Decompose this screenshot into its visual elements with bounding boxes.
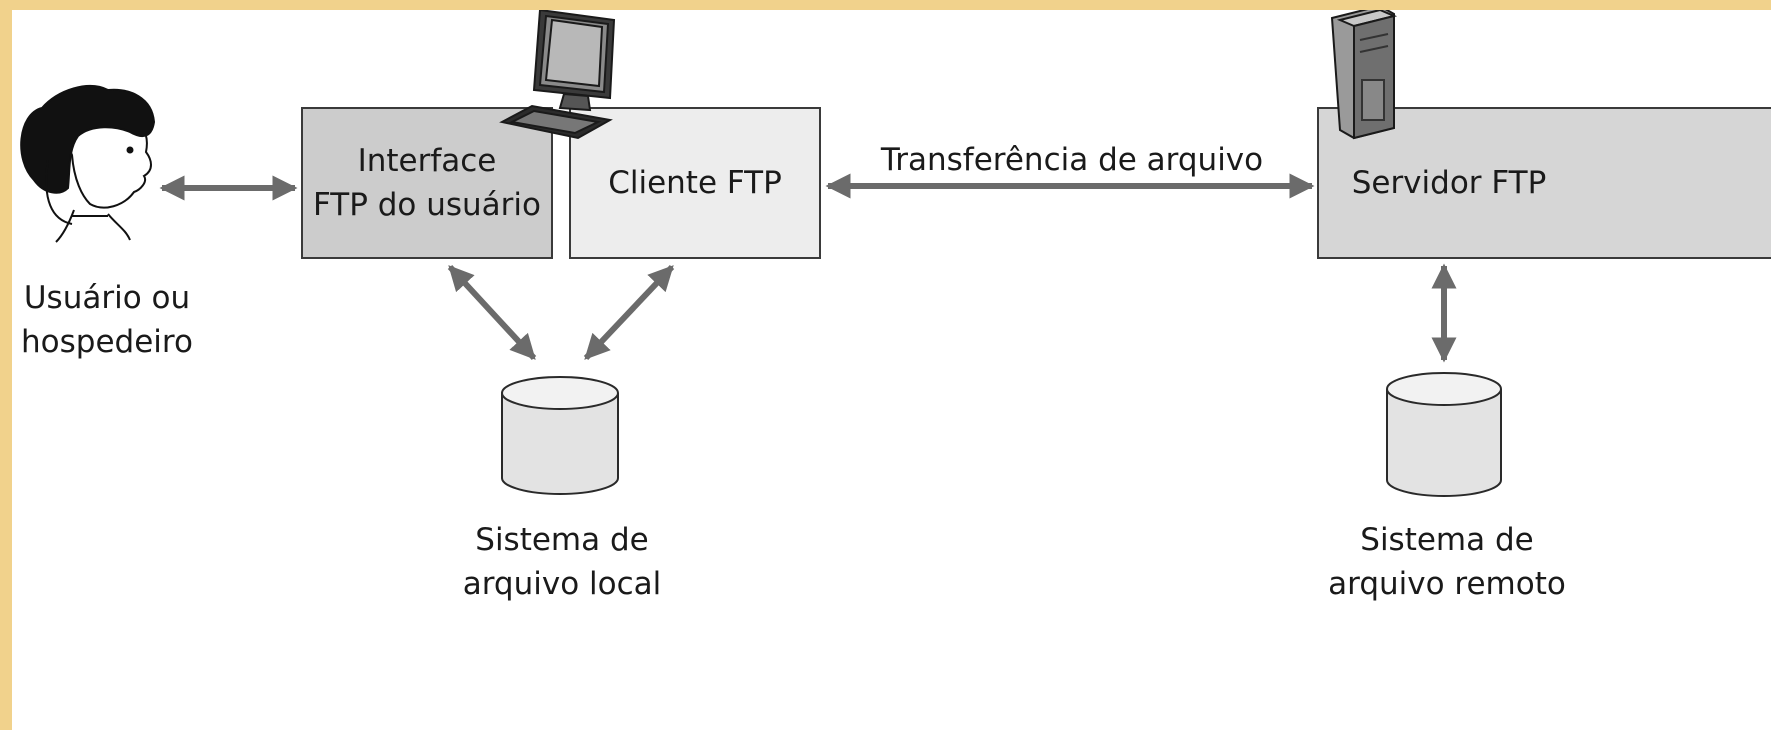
computer-icon: [499, 10, 616, 140]
ftp-model-diagram: [20, 10, 1771, 497]
user-interface-box: [301, 107, 553, 259]
person-icon: [20, 85, 156, 243]
ftp-client-box: [569, 107, 821, 259]
user-host-label: Usuário ou hospedeiro: [21, 280, 193, 360]
client-localfs-arrow: [583, 264, 675, 361]
file-transfer-label: Transferência de arquivo: [880, 142, 1264, 178]
ftp-client-label: Cliente FTP: [608, 165, 782, 201]
remote-filesystem-label: Sistema de arquivo remoto: [1328, 522, 1566, 602]
user-interface-label: Interface FTP do usuário: [312, 143, 542, 223]
ftp-server-box: [1317, 107, 1771, 259]
ftp-server-label: Servidor FTP: [1351, 165, 1547, 201]
local-database-icon: [501, 376, 619, 495]
diagram-canvas: Interface FTP do usuário Cliente FTP Ser…: [12, 10, 1771, 730]
interface-localfs-arrow: [447, 264, 537, 361]
local-filesystem-label: Sistema de arquivo local: [462, 522, 662, 602]
remote-database-icon: [1386, 372, 1502, 497]
server-tower-icon: [1330, 10, 1398, 140]
